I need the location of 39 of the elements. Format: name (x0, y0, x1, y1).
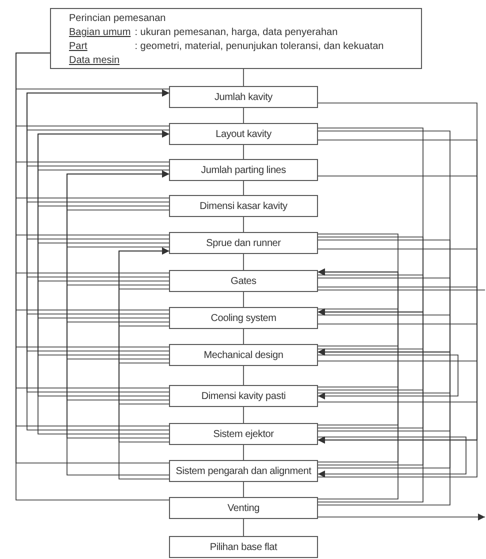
connector-line (243, 68, 244, 86)
connector-line (243, 144, 244, 160)
connector-line (243, 216, 244, 232)
process-box: Pilihan base flat (169, 536, 318, 558)
field-value: : ukuran pemesanan, harga, data penyerahan (134, 26, 339, 40)
connector-line (243, 108, 244, 124)
process-box: Sprue dan runner (169, 232, 318, 254)
connector-line (243, 254, 244, 270)
connector-line (318, 514, 486, 520)
connector-line (318, 308, 424, 502)
process-box: Dimensi kavity pasti (169, 385, 318, 407)
process-box: Venting (169, 497, 318, 519)
connector-line (118, 248, 170, 480)
process-box: Jumlah parting lines (169, 159, 318, 181)
connector-line (318, 268, 398, 500)
connector-line (318, 354, 458, 400)
field-value: : geometri, material, penunjukan toleransi, dan kekuatan (134, 40, 385, 54)
process-box: Jumlah kavity (169, 86, 318, 108)
connector-line (318, 348, 450, 506)
connector-line (243, 292, 244, 308)
process-box: Dimensi kasar kavity (169, 195, 318, 217)
order-details-box (50, 8, 422, 69)
connector-line (243, 406, 244, 424)
connector-line (243, 444, 244, 460)
process-box: Sistem pengarah dan alignment (169, 460, 318, 482)
connector-line (243, 482, 244, 498)
process-box: Cooling system (169, 307, 318, 329)
field-name: Bagian umum (69, 26, 131, 40)
process-box: Sistem ejektor (169, 423, 318, 445)
connector-line (243, 366, 244, 386)
process-box: Gates (169, 270, 318, 292)
box-heading: Perincian pemesanan (69, 12, 167, 26)
connector-line (243, 180, 244, 196)
connector-line (243, 518, 244, 536)
connector-line (243, 328, 244, 344)
process-box: Layout kavity (169, 123, 318, 145)
field-name: Data mesin (69, 54, 121, 68)
field-name: Part (69, 40, 88, 54)
process-box: Mechanical design (169, 344, 318, 366)
